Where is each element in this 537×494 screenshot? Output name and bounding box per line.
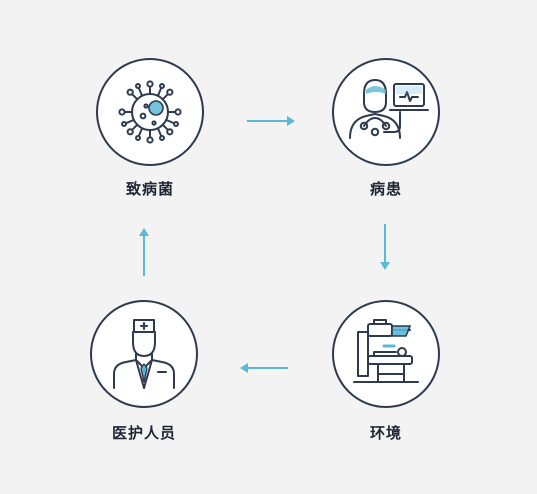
pathogen-label: 致病菌 xyxy=(125,180,174,198)
patient-label: 病患 xyxy=(369,180,402,198)
arrow-down xyxy=(380,224,390,270)
doctor-icon xyxy=(113,319,175,389)
staff-node xyxy=(90,300,198,408)
virus-icon xyxy=(118,80,182,144)
arrow-up xyxy=(139,228,149,276)
patient-monitor-icon xyxy=(349,79,429,139)
environment-node xyxy=(332,300,440,408)
staff-label: 医护人员 xyxy=(111,424,176,442)
patient-node xyxy=(332,58,440,166)
arrow-left xyxy=(240,363,288,373)
arrow-right xyxy=(247,116,295,126)
pathogen-node xyxy=(96,58,204,166)
environment-label: 环境 xyxy=(369,424,402,442)
medical-equipment-icon xyxy=(353,319,419,383)
